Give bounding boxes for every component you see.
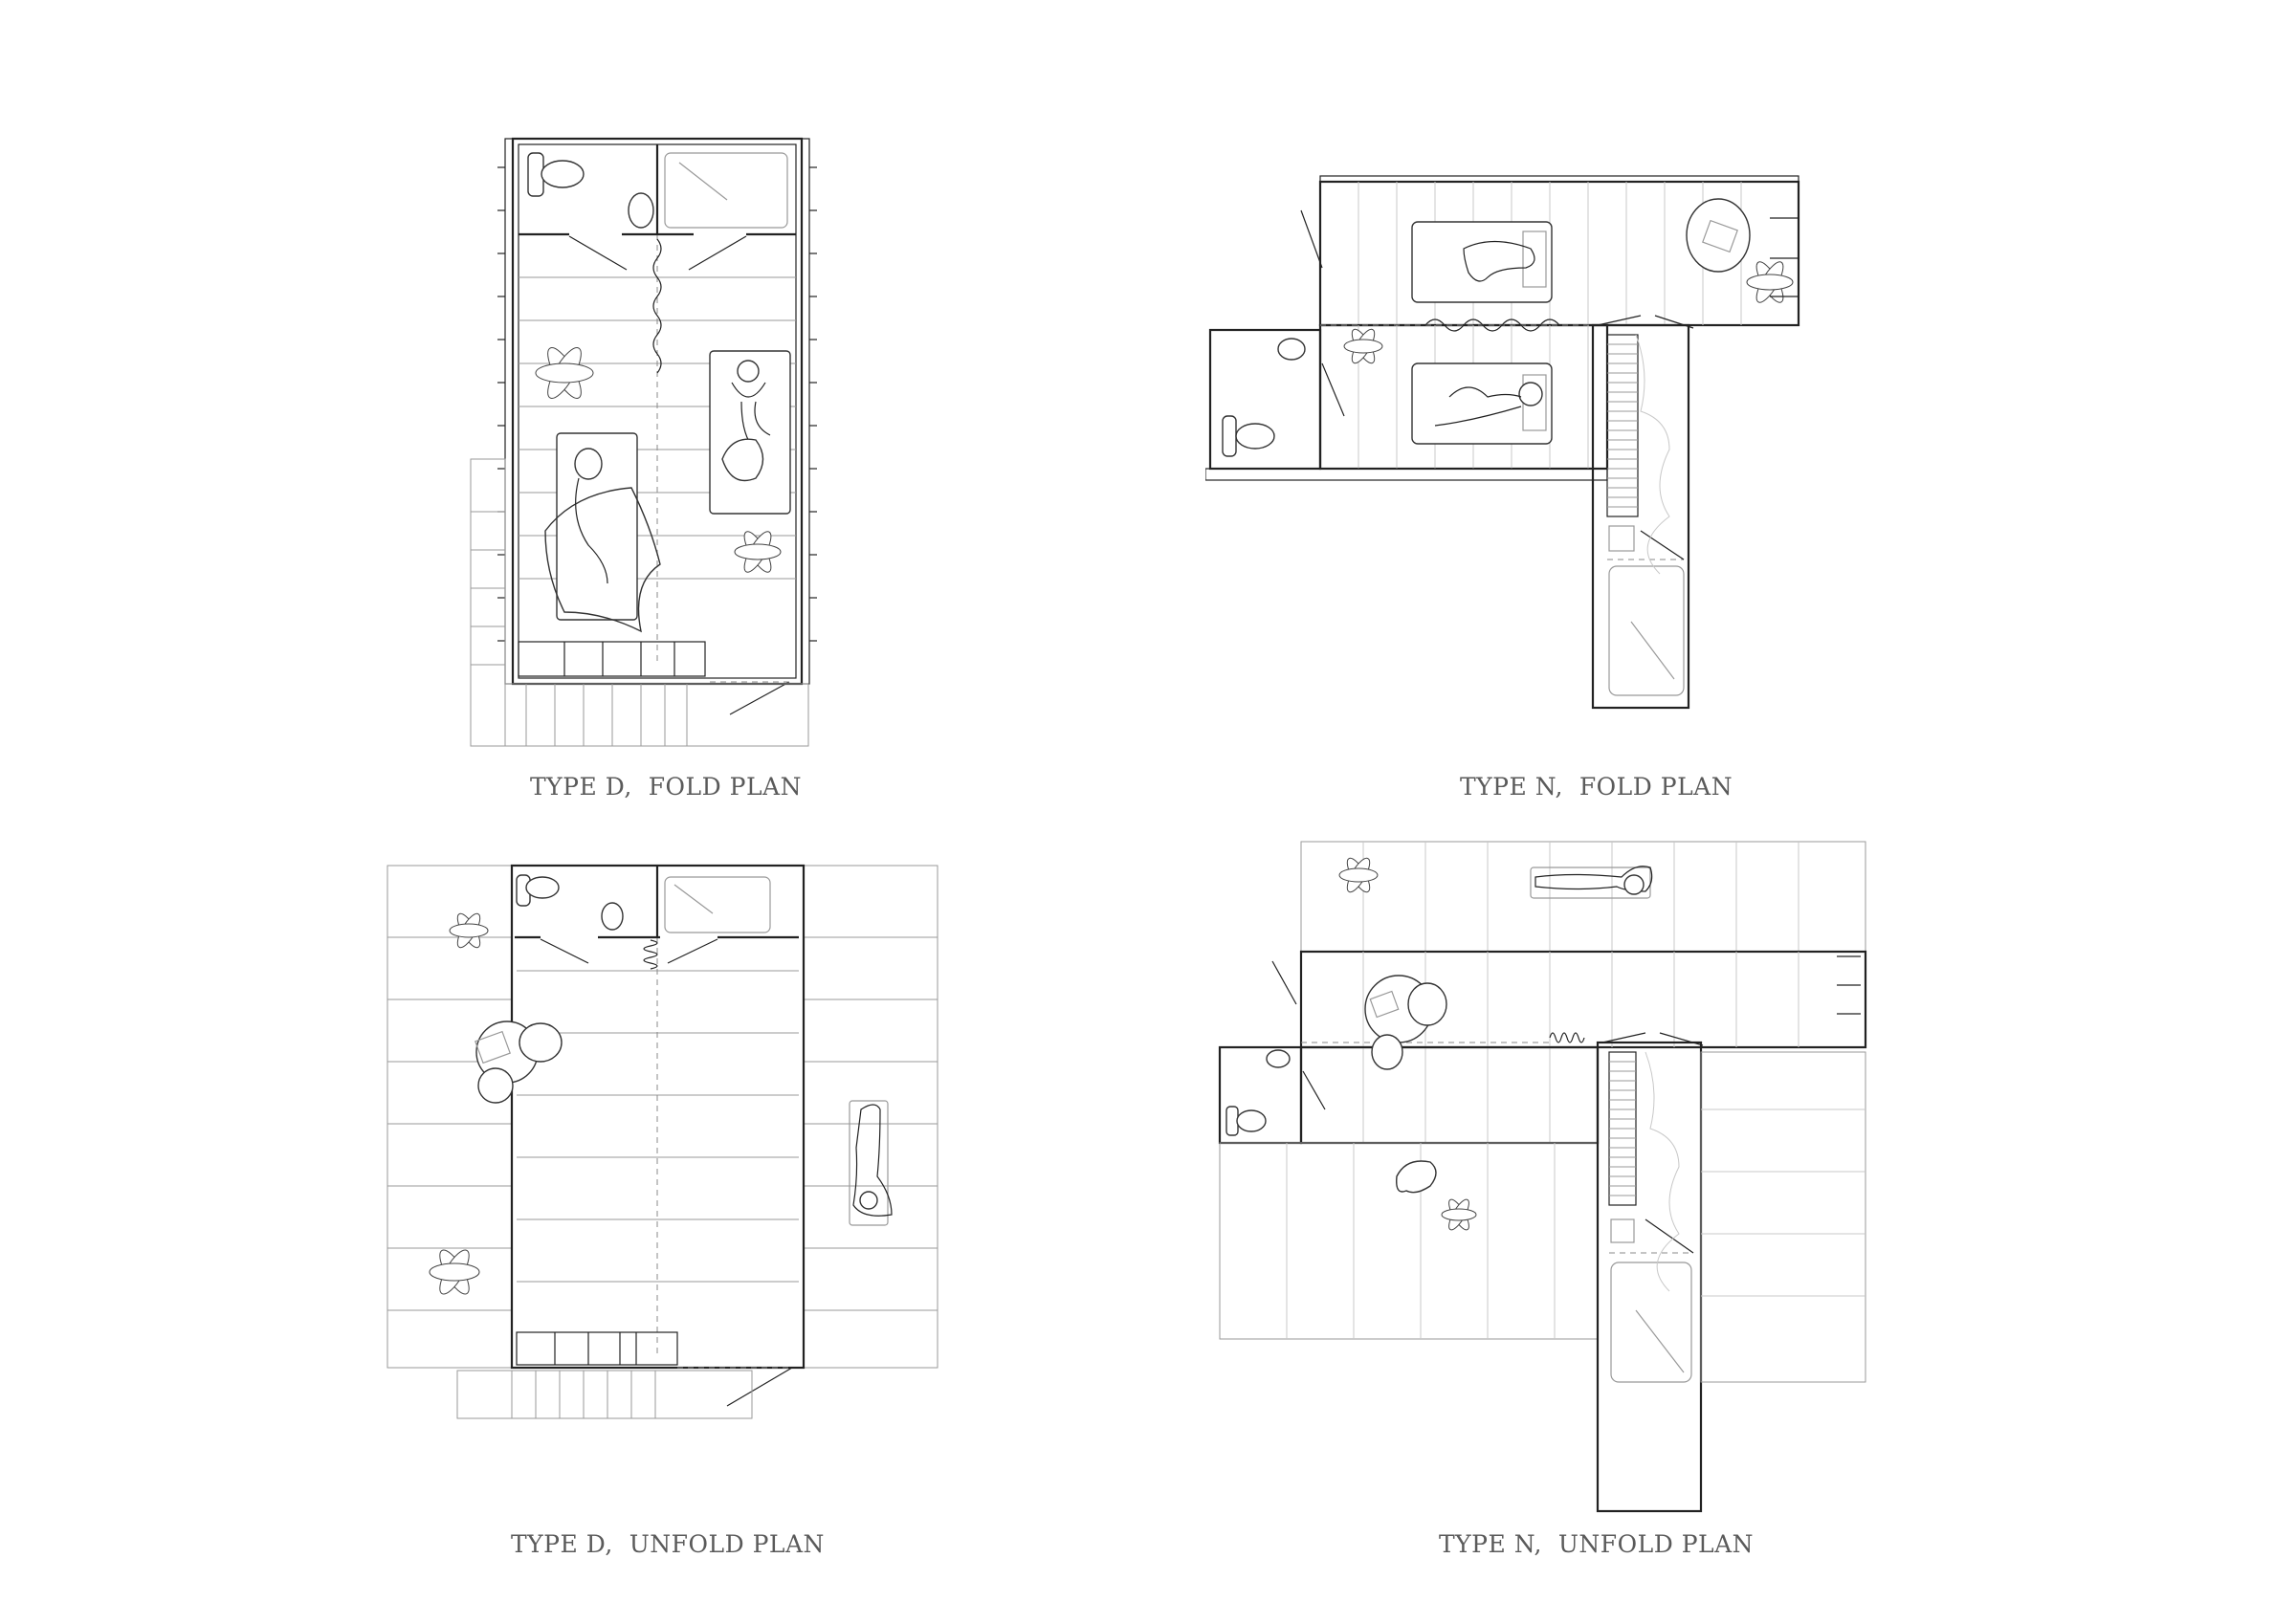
curtain-icon [1549,1032,1585,1043]
plant-icon [1441,1198,1477,1231]
toilet-icon [516,874,560,907]
stair-icon [1606,334,1639,517]
door-icon [1302,1070,1326,1110]
entry-door-icon [729,681,790,715]
bed-with-person-icon [1411,362,1553,445]
plant-icon [449,912,489,949]
sink-icon [601,902,624,931]
sink-icon [628,192,654,229]
floor-plan-drawing [386,864,938,1419]
bench-storage-icon [518,641,706,677]
bench-storage-icon [516,1331,678,1366]
toilet-icon [527,152,585,197]
floor-plan-drawing [470,137,817,747]
shower-icon [664,876,771,933]
plan-caption: TYPE N, FOLD PLAN [1460,773,1733,801]
curtain-icon [652,238,662,374]
floor-plan-drawing [1218,841,1867,1513]
plan-type-n-unfold [1215,837,1894,1525]
bed-with-person-icon [1411,221,1553,303]
shower-icon [664,152,788,229]
cabinet-icon [1610,1218,1635,1243]
shower-icon [1610,1262,1692,1383]
round-table-with-people-icon [1364,975,1447,1070]
curtain-icon [1424,318,1560,332]
stair-icon [1608,1051,1637,1206]
plant-icon [1338,857,1379,893]
plant-icon [1746,261,1794,303]
entry-door-icon [726,1367,793,1407]
floor-plan-drawing [1205,175,1800,710]
shelving-icon [1770,217,1799,297]
round-table-with-people-icon [475,1020,563,1104]
stair-icon [470,458,809,747]
plan-type-n-fold [1205,172,1894,717]
bed-with-person-icon [544,432,661,633]
door-icon [1271,960,1297,1005]
curtain-icon [643,939,658,970]
cat-icon [1396,1160,1437,1194]
plant-icon [1343,328,1383,364]
plan-caption: TYPE D, FOLD PLAN [530,773,802,801]
sun-lounger-with-person-icon [849,1100,893,1226]
sink-icon [1266,1049,1291,1068]
cabinet-icon [1608,525,1635,552]
plant-icon [734,531,782,573]
door-icon [1321,362,1345,417]
plant-icon [429,1249,480,1295]
round-table-icon [1686,198,1751,273]
toilet-icon [1225,1106,1267,1136]
door-icon [1300,209,1323,269]
bed-with-person-and-dog-icon [709,350,791,515]
toilet-icon [1222,415,1275,457]
shelving-icon [1837,955,1861,1015]
stair-icon [456,1370,753,1419]
sun-lounger-with-person-icon [1530,866,1653,899]
plan-caption: TYPE N, UNFOLD PLAN [1439,1530,1755,1558]
sink-icon [1277,338,1306,361]
shower-icon [1608,565,1685,696]
plan-caption: TYPE D, UNFOLD PLAN [511,1530,825,1558]
plan-type-d-fold [459,129,861,760]
plant-icon [535,347,594,399]
plan-type-d-unfold [383,856,957,1525]
